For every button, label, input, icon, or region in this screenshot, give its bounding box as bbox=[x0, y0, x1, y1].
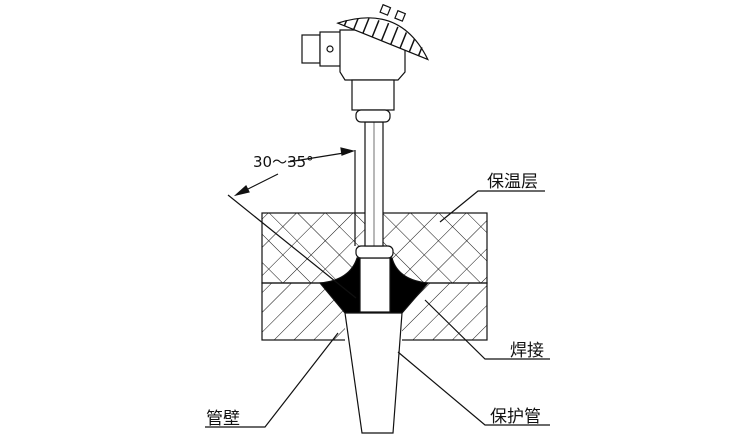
stem-nut bbox=[355, 245, 394, 259]
head-neck bbox=[351, 79, 395, 111]
leader-tube bbox=[397, 351, 550, 426]
pipe-wall-label: 管壁 bbox=[206, 409, 240, 429]
socket bbox=[359, 257, 391, 313]
protection-tube-label: 保护管 bbox=[490, 407, 541, 427]
leader-weld bbox=[424, 299, 550, 360]
head-gland bbox=[301, 34, 321, 64]
angle-label: 30～35° bbox=[253, 153, 314, 171]
head-cap bbox=[336, 3, 430, 61]
weld-label: 焊接 bbox=[510, 341, 544, 361]
protection-tube bbox=[344, 312, 403, 434]
leader-pipe-wall bbox=[205, 332, 339, 428]
leader-insulation bbox=[439, 190, 545, 223]
insulation-label: 保温层 bbox=[487, 172, 538, 192]
head-nut bbox=[355, 109, 391, 123]
